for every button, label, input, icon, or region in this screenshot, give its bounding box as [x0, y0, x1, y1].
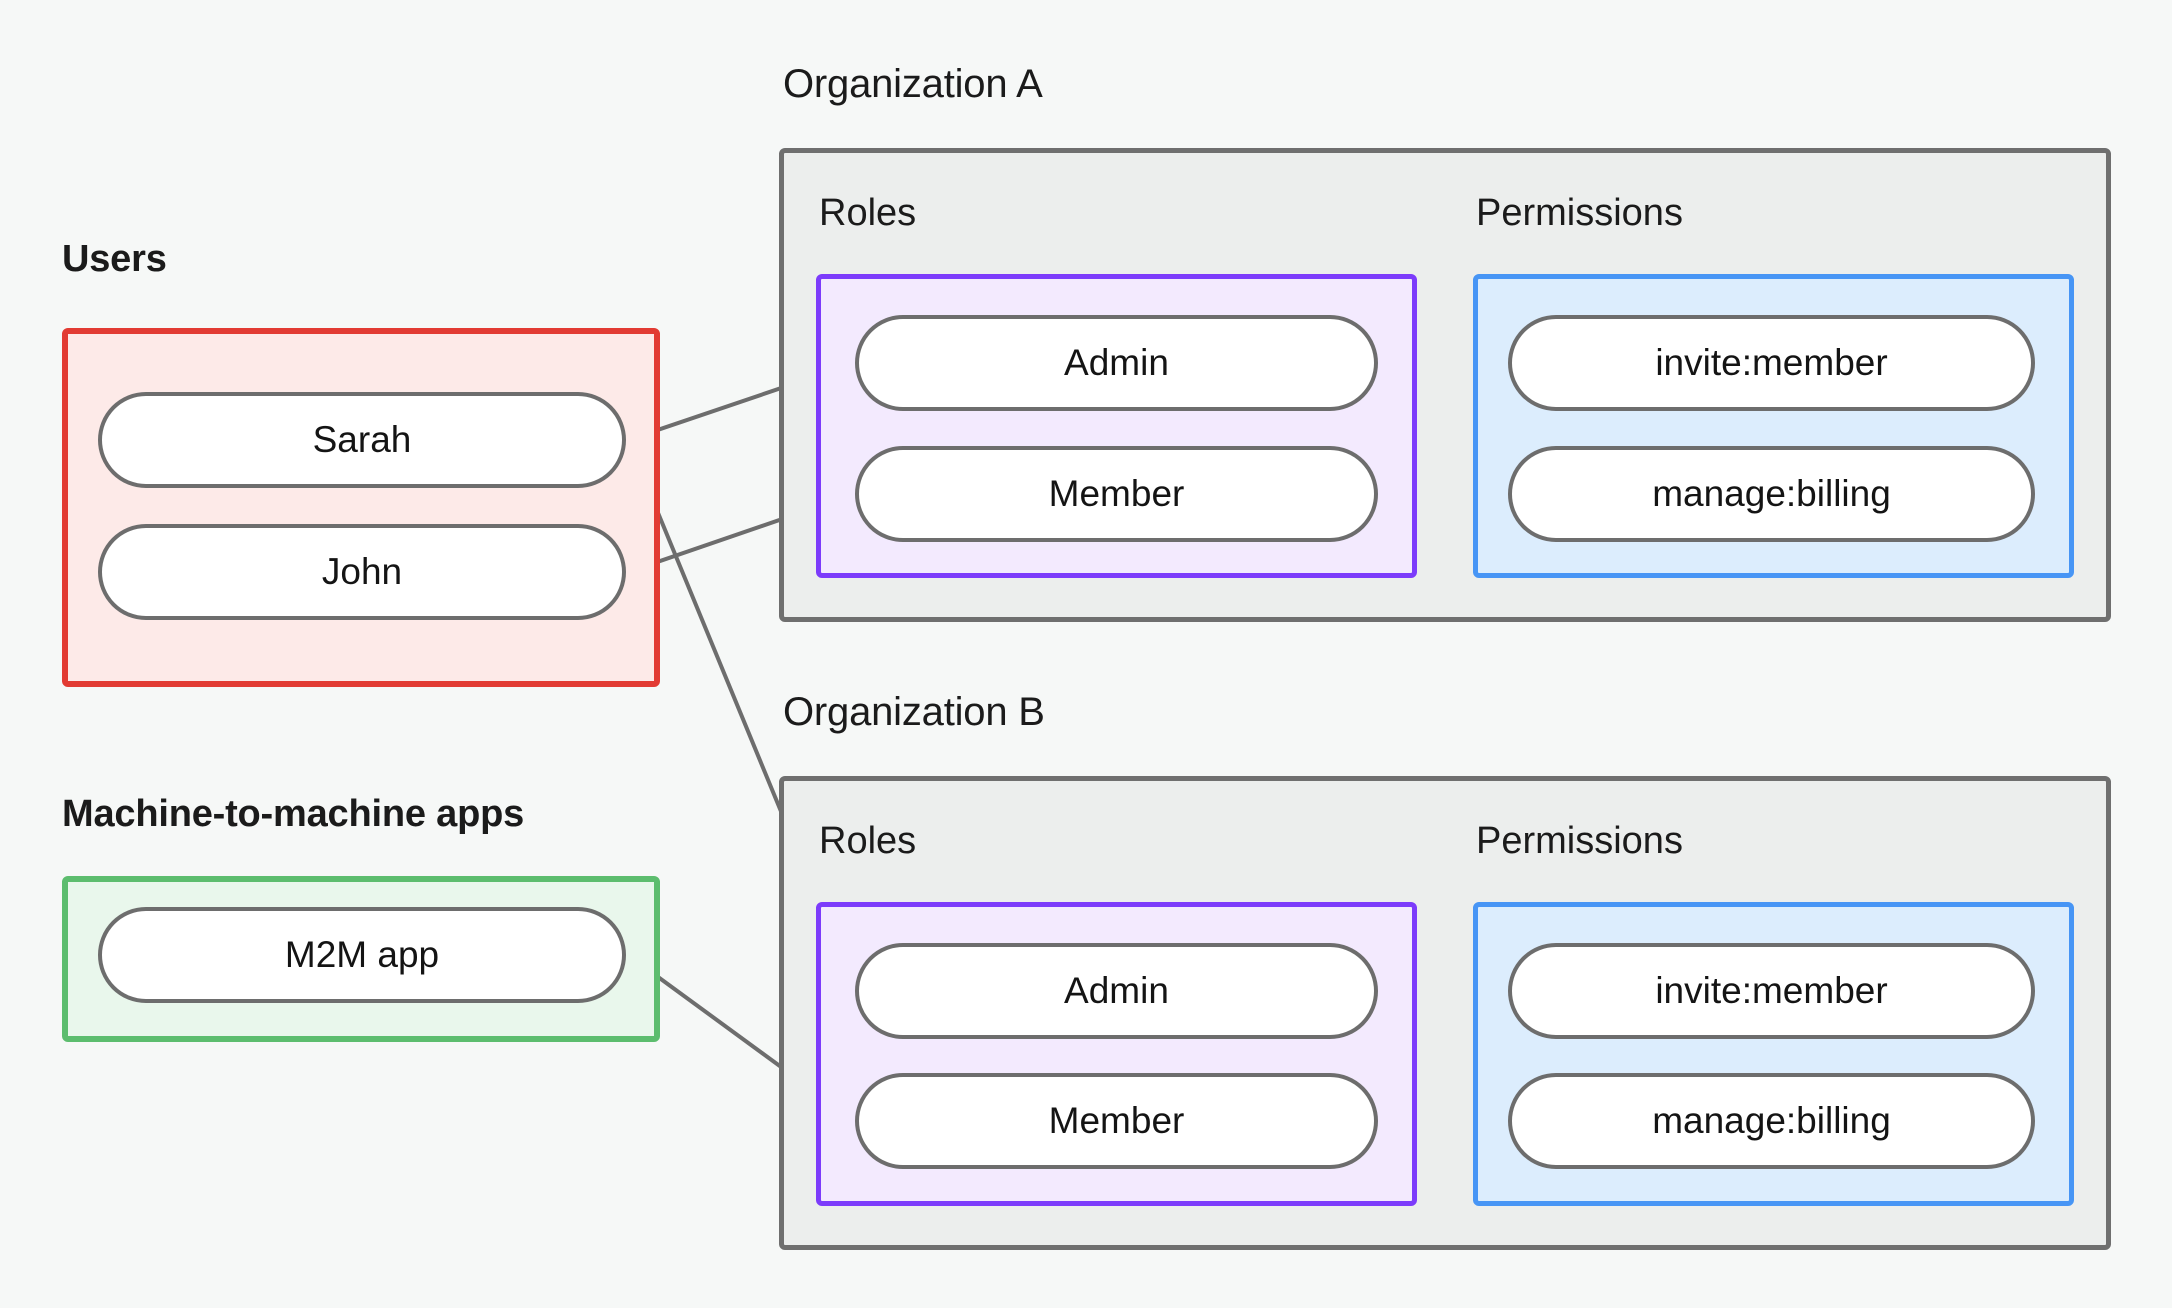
organization-b-roles-title: Roles	[819, 820, 917, 862]
organization-a-roles-title: Roles	[819, 192, 917, 234]
organization-a-permission-invite-member[interactable]: invite:member	[1508, 315, 2035, 411]
organization-a-permission-manage-billing[interactable]: manage:billing	[1508, 446, 2035, 542]
m2m-group-title: Machine-to-machine apps	[62, 793, 525, 835]
users-group-title: Users	[62, 238, 167, 280]
organization-a-permissions-title: Permissions	[1476, 192, 1683, 234]
organization-b-role-member[interactable]: Member	[855, 1073, 1378, 1169]
organization-b-permissions-title: Permissions	[1476, 820, 1683, 862]
organization-a-title: Organization A	[783, 62, 1043, 106]
users-group-box	[62, 328, 660, 687]
m2m-node-app[interactable]: M2M app	[98, 907, 626, 1003]
organization-b-role-admin[interactable]: Admin	[855, 943, 1378, 1039]
organization-b-permission-manage-billing[interactable]: manage:billing	[1508, 1073, 2035, 1169]
organization-b-title: Organization B	[783, 690, 1045, 734]
user-node-sarah[interactable]: Sarah	[98, 392, 626, 488]
organization-a-role-admin[interactable]: Admin	[855, 315, 1378, 411]
user-node-john[interactable]: John	[98, 524, 626, 620]
organization-a-role-member[interactable]: Member	[855, 446, 1378, 542]
organization-b-permission-invite-member[interactable]: invite:member	[1508, 943, 2035, 1039]
